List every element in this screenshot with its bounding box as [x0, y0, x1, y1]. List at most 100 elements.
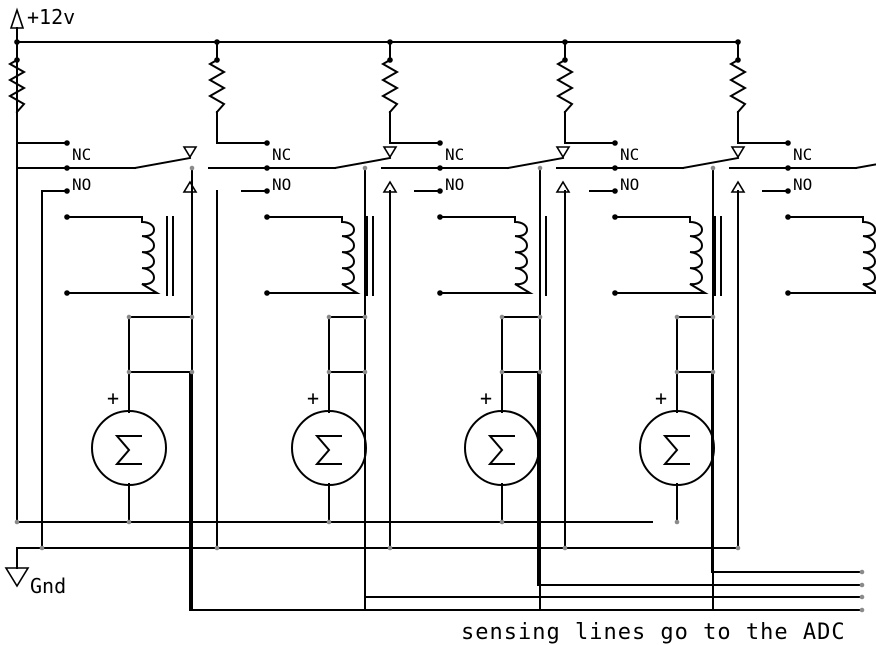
terminal-dot	[674, 519, 680, 525]
nc-contact-icon	[730, 146, 746, 159]
terminal-dot	[674, 314, 680, 320]
ground-label: Gnd	[30, 574, 66, 598]
junction-dot	[437, 165, 443, 171]
resistor	[207, 58, 227, 114]
relay-coil	[131, 216, 161, 294]
terminal-dot	[126, 369, 132, 375]
terminal-dot	[499, 369, 505, 375]
junction-dot	[264, 165, 270, 171]
junction-dot	[64, 165, 70, 171]
ground-symbol	[4, 547, 30, 588]
terminal-dot	[39, 545, 45, 551]
meter-body	[464, 410, 540, 486]
adc-caption: sensing lines go to the ADC	[461, 620, 846, 645]
junction-dot	[64, 188, 70, 194]
terminal-dot	[859, 569, 865, 575]
junction-dot	[64, 290, 70, 296]
terminal-dot	[126, 519, 132, 525]
supply-label: +12v	[27, 5, 75, 29]
resistor	[728, 58, 748, 114]
terminal-dot	[859, 607, 865, 613]
meter-body	[91, 410, 167, 486]
switch-arm	[333, 156, 392, 170]
junction-dot	[785, 188, 791, 194]
junction-dot	[64, 140, 70, 146]
current-meter: +	[91, 316, 193, 523]
meter-plus-label: +	[107, 386, 119, 410]
current-meter: +	[464, 316, 541, 523]
junction-dot	[214, 39, 220, 45]
switch-arm	[681, 156, 740, 170]
junction-dot	[437, 140, 443, 146]
meter-body	[639, 410, 715, 486]
current-meters: + + + +	[91, 316, 715, 523]
terminal-dot	[189, 314, 195, 320]
junction-dot	[264, 188, 270, 194]
resistor	[380, 58, 400, 114]
nc-contact-icon	[555, 146, 571, 159]
terminal-dot	[362, 165, 368, 171]
relay-coil	[504, 216, 534, 294]
junction-dot	[387, 39, 393, 45]
terminal-dot	[537, 165, 543, 171]
terminal-dot	[710, 314, 716, 320]
junction-dot	[612, 140, 618, 146]
terminal-dot	[499, 519, 505, 525]
terminal-dot	[326, 314, 332, 320]
terminal-dot	[362, 314, 368, 320]
terminal-dot	[674, 369, 680, 375]
no-contact-icon	[555, 180, 571, 193]
sigma-icon	[487, 435, 515, 465]
junction-dot	[735, 39, 741, 45]
terminal-dot	[189, 369, 195, 375]
junction-dot	[437, 214, 443, 220]
junction-dot	[562, 39, 568, 45]
nc-label: NC	[72, 145, 91, 164]
supply-symbol	[9, 7, 25, 43]
terminal-dot	[537, 314, 543, 320]
junction-dot	[64, 214, 70, 220]
meter-body	[291, 410, 367, 486]
terminal-dot	[859, 582, 865, 588]
meter-plus-label: +	[655, 386, 667, 410]
junction-dot	[735, 57, 741, 63]
relay-coil	[679, 216, 709, 294]
junction-dot	[264, 140, 270, 146]
junction-dot	[785, 140, 791, 146]
junction-dot	[437, 290, 443, 296]
meter-plus-label: +	[307, 386, 319, 410]
relay-coil	[852, 216, 876, 294]
sigma-icon	[662, 435, 690, 465]
terminal-dot	[126, 314, 132, 320]
terminal-dot	[710, 165, 716, 171]
no-contact-icon	[182, 180, 198, 193]
switch-arm	[854, 163, 876, 170]
junction-dot	[437, 188, 443, 194]
junction-dot	[785, 165, 791, 171]
junction-dot	[264, 214, 270, 220]
meter-plus-label: +	[480, 386, 492, 410]
terminal-dot	[362, 369, 368, 375]
junction-dot	[612, 290, 618, 296]
nc-label: NC	[445, 145, 464, 164]
terminal-dot	[499, 314, 505, 320]
terminal-dot	[387, 545, 393, 551]
terminal-dot	[735, 545, 741, 551]
junction-dot	[612, 188, 618, 194]
nc-label: NC	[793, 145, 812, 164]
current-meter: +	[291, 316, 367, 523]
terminal-dot	[710, 369, 716, 375]
junction-dot	[785, 214, 791, 220]
terminal-dot	[326, 369, 332, 375]
junction-dot	[14, 57, 20, 63]
wiring	[16, 41, 863, 611]
switch-arm	[506, 156, 565, 170]
terminal-dot	[214, 545, 220, 551]
junction-dots	[14, 39, 865, 613]
no-label: NO	[72, 175, 91, 194]
junction-dot	[387, 57, 393, 63]
